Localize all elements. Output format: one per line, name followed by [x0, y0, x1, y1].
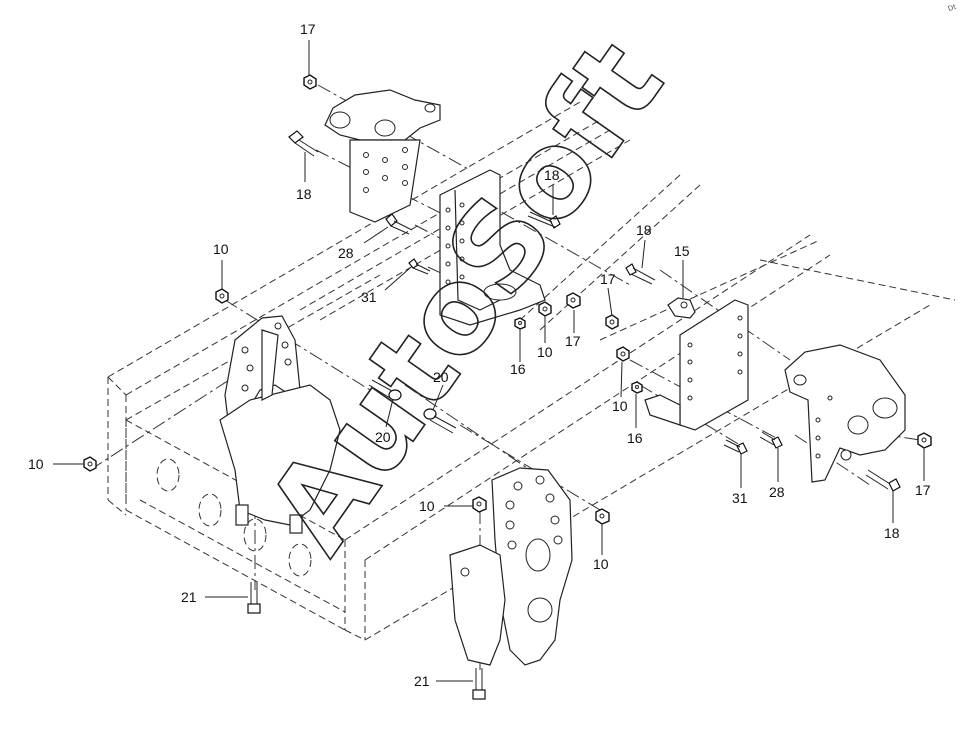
nut-17-top [303, 74, 317, 90]
callout-10: 10 [537, 344, 553, 360]
callout-10: 10 [213, 241, 229, 257]
bolt-21-center [472, 668, 486, 700]
bolt-20-center [423, 408, 457, 434]
callout-17: 17 [565, 333, 581, 349]
upper-spring-hanger [324, 89, 441, 223]
left-front-hanger [219, 315, 341, 534]
nut-16-right [631, 381, 643, 394]
callout-21: 21 [414, 673, 430, 689]
callout-10: 10 [419, 498, 435, 514]
bolt-31-upper [408, 258, 431, 275]
callout-10: 10 [612, 398, 628, 414]
watermark-text: AutoSoft [240, 16, 690, 576]
callout-18: 18 [636, 222, 652, 238]
callout-20: 20 [433, 369, 449, 385]
nut-10-right [616, 346, 630, 362]
callout-18: 18 [544, 167, 560, 183]
callout-18: 18 [296, 186, 312, 202]
callout-16: 16 [627, 430, 643, 446]
bolt-18-lower [865, 469, 901, 492]
small-angle-bracket [667, 297, 696, 319]
callout-18: 18 [884, 525, 900, 541]
center-mounting-bracket [439, 169, 546, 326]
callout-21: 21 [181, 589, 197, 605]
leader-lines [53, 40, 925, 682]
bolt-18-upper-left [288, 130, 319, 157]
callout-31: 31 [732, 490, 748, 506]
bolt-21-left [247, 582, 261, 614]
bolts [247, 130, 901, 700]
callout-15: 15 [674, 243, 690, 259]
callout-28: 28 [338, 245, 354, 261]
bolt-18-right [625, 263, 656, 285]
bolt-18-upper-right [527, 211, 561, 229]
nut-17-right [605, 314, 619, 330]
rear-spring-hanger [784, 344, 906, 483]
callout-20: 20 [375, 429, 391, 445]
nut-10-lower-b [595, 508, 610, 525]
nut-10-far-left [83, 456, 97, 472]
callout-10: 10 [28, 456, 44, 472]
nut-16-center [514, 317, 526, 330]
nuts [83, 74, 932, 525]
callout-17: 17 [300, 21, 316, 37]
callout-28: 28 [769, 484, 785, 500]
callout-17: 17 [915, 482, 931, 498]
nut-10-left [215, 288, 229, 304]
corner-mark: Dt [947, 3, 958, 13]
callout-17: 17 [600, 271, 616, 287]
nut-10-center [538, 301, 552, 317]
callout-16: 16 [510, 361, 526, 377]
nut-17-center [566, 292, 581, 309]
right-mounting-plate [644, 299, 749, 431]
nut-10-lower-a [472, 496, 487, 513]
callout-labels: 17 18 18 10 28 31 18 15 17 17 10 16 20 2… [28, 21, 931, 689]
bolt-31-lower [723, 439, 748, 455]
bolt-28-lower [759, 431, 783, 449]
callout-31: 31 [361, 289, 377, 305]
bolt-20-left [368, 379, 402, 401]
lower-center-hanger [449, 467, 573, 666]
bolt-28-upper [385, 213, 413, 235]
callout-10: 10 [593, 556, 609, 572]
nut-17-rear [917, 432, 932, 449]
